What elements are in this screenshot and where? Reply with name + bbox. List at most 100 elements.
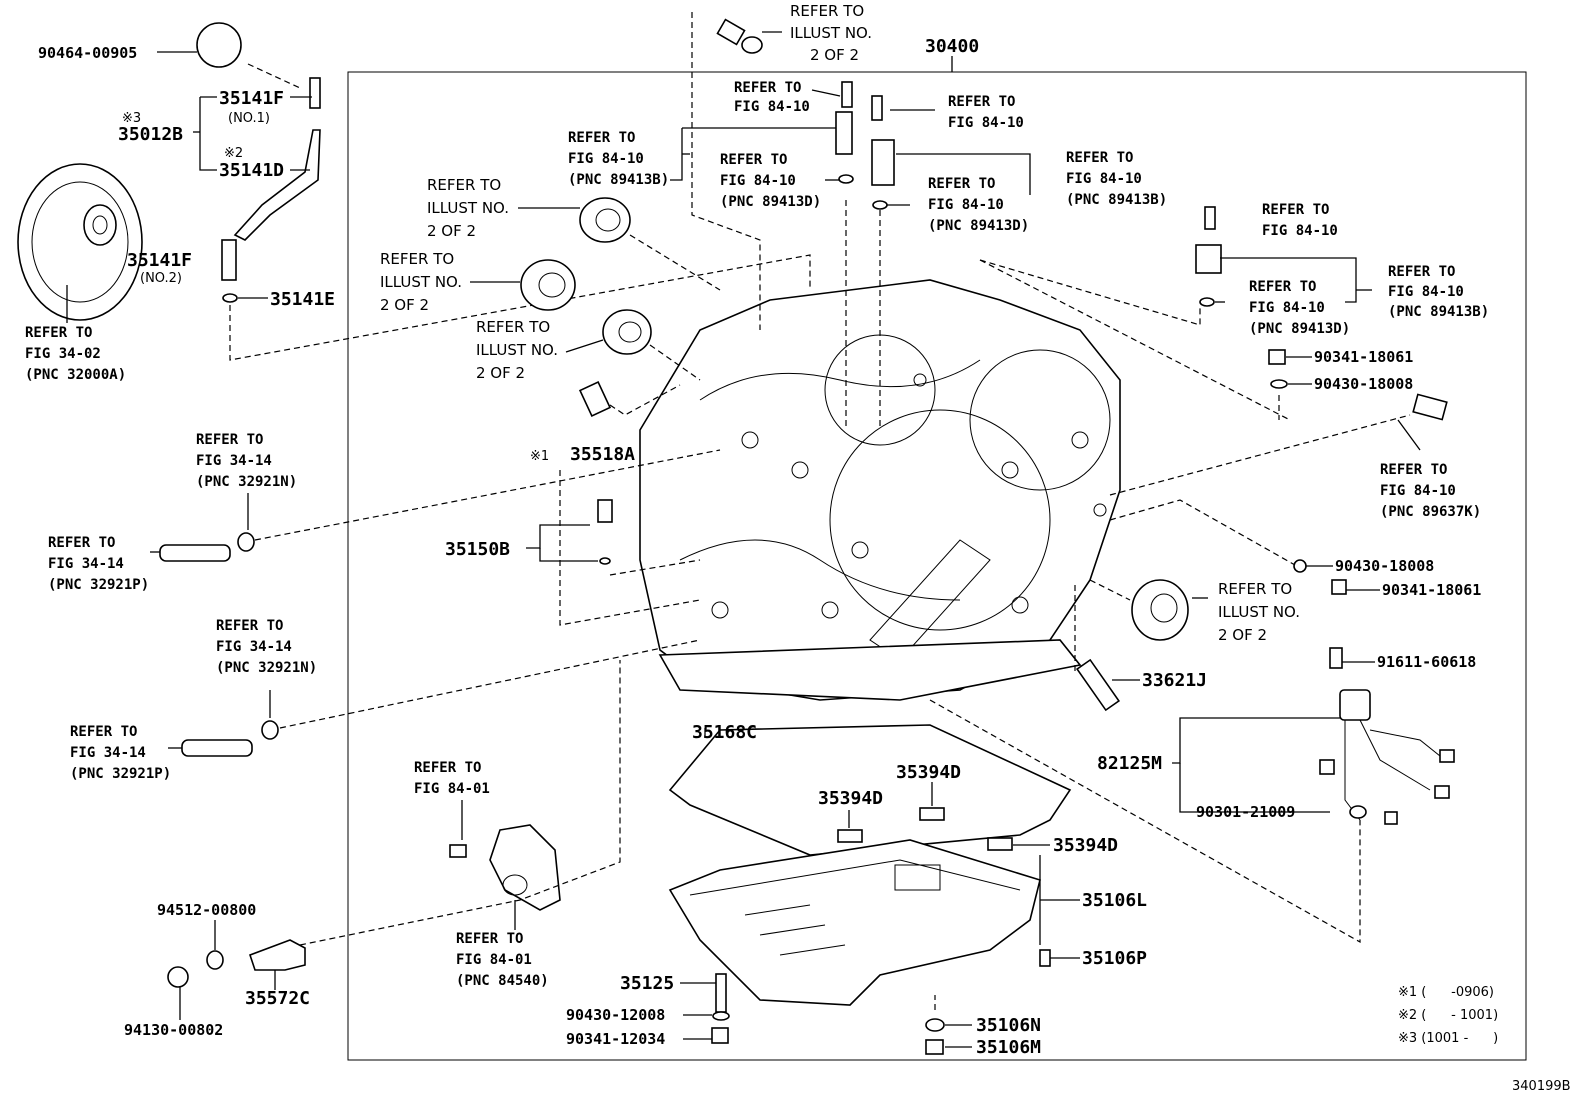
svg-text:REFER TO: REFER TO <box>1388 264 1455 280</box>
svg-text:90430-18008: 90430-18008 <box>1335 557 1434 575</box>
clamp-ring <box>196 22 242 68</box>
oil-pan <box>668 839 1041 1006</box>
svg-text:FIG 84-10: FIG 84-10 <box>1388 284 1464 300</box>
svg-text:FIG 84-10: FIG 84-10 <box>720 173 796 189</box>
svg-text:ILLUST NO.: ILLUST NO. <box>1218 603 1300 621</box>
svg-text:REFER TO: REFER TO <box>948 94 1015 110</box>
solenoid-wire-harness <box>1319 647 1455 825</box>
svg-text:2 OF 2: 2 OF 2 <box>380 296 429 314</box>
drain-plug-90341-12034 <box>711 1027 729 1044</box>
svg-text:(PNC 32921N): (PNC 32921N) <box>196 474 297 490</box>
gasket-90430-18008 <box>1270 379 1288 389</box>
svg-text:REFER TO: REFER TO <box>928 176 995 192</box>
svg-text:REFER TO: REFER TO <box>414 760 481 776</box>
svg-text:(PNC 89413D): (PNC 89413D) <box>1249 321 1350 337</box>
svg-text:※1 ( -0906): ※1 ( -0906) <box>1398 985 1494 1000</box>
control-shaft-lever <box>248 939 306 971</box>
magnet-2 <box>919 807 945 821</box>
svg-text:90430-12008: 90430-12008 <box>566 1006 665 1024</box>
label-35106l: 35106L <box>1082 890 1147 911</box>
oil-seal-2 <box>520 259 576 311</box>
magnet-3 <box>987 837 1013 851</box>
svg-text:※2 ( - 1001): ※2 ( - 1001) <box>1398 1008 1498 1023</box>
oil-seal-right <box>1131 579 1189 641</box>
neutral-start-switch <box>489 824 561 911</box>
svg-text:REFER TO: REFER TO <box>456 931 523 947</box>
svg-text:90341-12034: 90341-12034 <box>566 1030 665 1048</box>
sensor-bolt-2 <box>871 95 883 121</box>
plug-35150b <box>597 499 613 523</box>
svg-text:FIG 84-10: FIG 84-10 <box>1262 223 1338 239</box>
oil-cooler-union-2 <box>181 720 279 757</box>
svg-text:(PNC 32921P): (PNC 32921P) <box>48 577 149 593</box>
o-ring-35141e <box>222 293 238 303</box>
svg-text:94512-00800: 94512-00800 <box>157 901 256 919</box>
svg-text:(PNC 32921N): (PNC 32921N) <box>216 660 317 676</box>
svg-text:(NO.1): (NO.1) <box>228 111 270 126</box>
svg-text:REFER TO: REFER TO <box>720 152 787 168</box>
label-82125m: 82125M <box>1097 753 1162 774</box>
main-part-number: 30400 <box>925 36 979 57</box>
svg-text:(PNC 89413B): (PNC 89413B) <box>568 172 669 188</box>
svg-text:(PNC 89413D): (PNC 89413D) <box>928 218 1029 234</box>
svg-text:(PNC 89413B): (PNC 89413B) <box>1388 304 1489 320</box>
svg-text:(PNC 32921P): (PNC 32921P) <box>70 766 171 782</box>
breather-plug-no1 <box>309 77 321 109</box>
label-35106p: 35106P <box>1082 948 1147 969</box>
footnotes: ※1 ( -0906) ※2 ( - 1001) ※3 (1001 - ) <box>1398 985 1498 1046</box>
svg-text:FIG 84-01: FIG 84-01 <box>456 952 532 968</box>
svg-text:※3: ※3 <box>122 111 141 126</box>
svg-text:90341-18061: 90341-18061 <box>1314 348 1413 366</box>
speed-sensor-2 <box>871 139 895 186</box>
label-35572c: 35572C <box>245 988 310 1009</box>
label-35168c: 35168C <box>692 722 757 743</box>
svg-text:ILLUST NO.: ILLUST NO. <box>380 273 462 291</box>
svg-text:2 OF 2: 2 OF 2 <box>810 46 859 64</box>
gasket-90430-12008 <box>712 1011 730 1021</box>
label-35106n: 35106N <box>976 1015 1041 1036</box>
speed-sensor-1 <box>835 111 853 155</box>
svg-text:FIG 84-10: FIG 84-10 <box>1249 300 1325 316</box>
svg-text:※3 (1001 - ): ※3 (1001 - ) <box>1398 1031 1498 1046</box>
diagram-id: 340199B <box>1512 1079 1571 1094</box>
magnet-1 <box>837 829 863 843</box>
reference-labels: REFER TO ILLUST NO. 2 OF 2 REFER TO ILLU… <box>25 2 1489 989</box>
svg-text:※1: ※1 <box>530 449 549 464</box>
svg-text:2 OF 2: 2 OF 2 <box>476 364 525 382</box>
svg-text:ILLUST NO.: ILLUST NO. <box>427 199 509 217</box>
oil-seal-3 <box>602 309 652 355</box>
svg-text:FIG 84-01: FIG 84-01 <box>414 781 490 797</box>
breather-plug-no2 <box>221 239 237 281</box>
svg-text:※2: ※2 <box>224 146 243 161</box>
washer-94512 <box>206 950 224 970</box>
svg-text:35394D: 35394D <box>1053 835 1118 856</box>
svg-text:REFER TO: REFER TO <box>70 724 137 740</box>
breather-hose <box>233 129 321 241</box>
caution-plate <box>578 381 612 417</box>
label-35141f-no1: 35141F <box>219 88 284 109</box>
sensor-bolt-1 <box>841 81 853 108</box>
svg-text:REFER TO: REFER TO <box>734 80 801 96</box>
svg-text:REFER TO: REFER TO <box>1066 150 1133 166</box>
pressure-sensor <box>1412 393 1448 421</box>
svg-text:(PNC 84540): (PNC 84540) <box>456 973 549 989</box>
oil-pan-gasket <box>668 724 1072 856</box>
svg-text:FIG 84-10: FIG 84-10 <box>928 197 1004 213</box>
label-35141d: 35141D <box>219 160 284 181</box>
svg-text:ILLUST NO.: ILLUST NO. <box>476 341 558 359</box>
plug-90341-18061-lower <box>1331 579 1347 595</box>
plug-35106m <box>925 1039 944 1055</box>
svg-text:2 OF 2: 2 OF 2 <box>1218 626 1267 644</box>
oil-cooler-union-1 <box>159 532 255 562</box>
svg-text:(PNC 89413B): (PNC 89413B) <box>1066 192 1167 208</box>
svg-text:90341-18061: 90341-18061 <box>1382 581 1481 599</box>
svg-text:FIG 84-10: FIG 84-10 <box>948 115 1024 131</box>
bolt-top-left <box>716 18 746 46</box>
svg-text:REFER TO: REFER TO <box>48 535 115 551</box>
gasket-90430-18008-lower <box>1293 559 1307 573</box>
bolt-35106p <box>1039 949 1051 967</box>
label-35150b: 35150B <box>445 539 510 560</box>
svg-text:FIG 84-10: FIG 84-10 <box>734 99 810 115</box>
label-35141e: 35141E <box>270 289 335 310</box>
label-35012b: 35012B <box>118 124 183 145</box>
